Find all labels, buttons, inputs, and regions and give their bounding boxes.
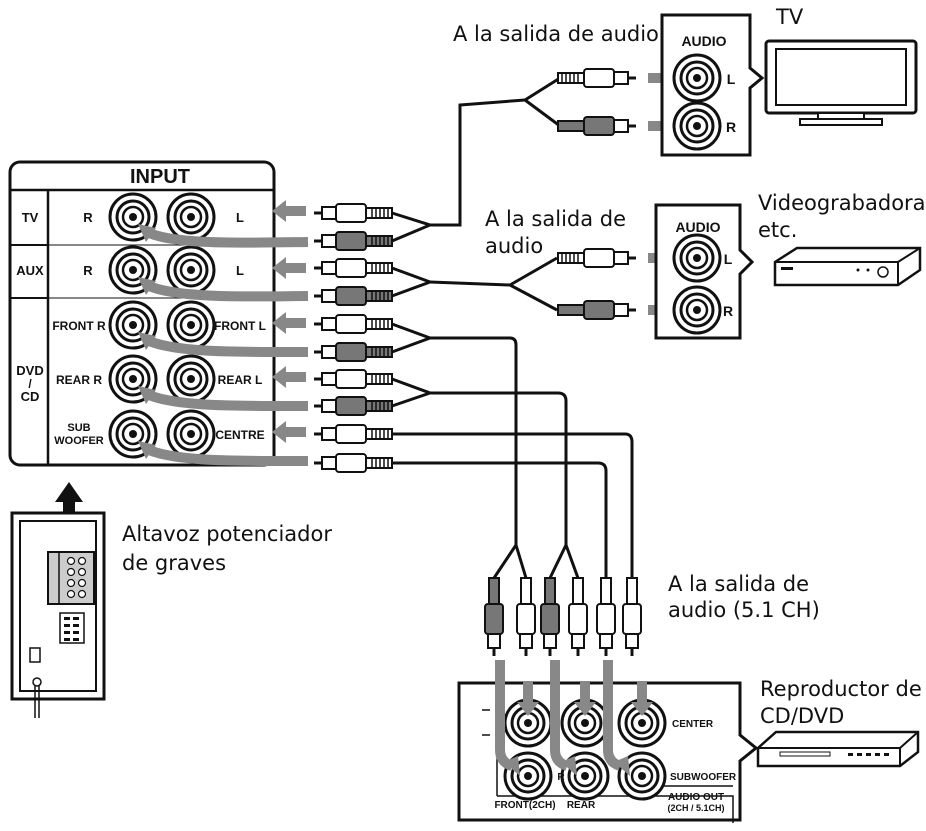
jack-label-centre: CENTRE — [215, 428, 264, 442]
captions: A la salida de audio TV A la salida de a… — [122, 5, 926, 728]
dvd-label-audio-out: AUDIO OUT — [668, 792, 724, 803]
input-jack-centre[interactable] — [166, 409, 216, 459]
caption-player-1: Reproductor de — [760, 677, 922, 701]
vcr-panel-title: AUDIO — [675, 219, 720, 235]
tv-jack-r[interactable] — [672, 101, 722, 151]
caption-vcr-audio-out-1: A la salida de — [485, 207, 626, 231]
tv-panel-l: L — [727, 71, 736, 87]
caption-vcr-audio-out-2: audio — [485, 234, 543, 258]
caption-player-2: CD/DVD — [760, 704, 844, 728]
tv-panel-r: R — [726, 119, 736, 135]
jack-label-tv-l: L — [236, 210, 244, 225]
jack-label-woofer: WOOFER — [54, 435, 104, 447]
source-label-slash: / — [28, 377, 32, 391]
jack-label-rear-l: REAR L — [218, 373, 263, 387]
dvd-label-rear: REAR — [567, 800, 596, 811]
caption-tv-audio-out: A la salida de audio — [453, 22, 659, 46]
source-label-cd: CD — [21, 389, 40, 404]
source-label-aux: AUX — [16, 263, 44, 278]
dvd-label-r: R — [557, 772, 565, 783]
vcr-audio-panel: AUDIO L R — [654, 203, 755, 340]
jack-label-aux-r: R — [83, 263, 93, 278]
input-panel: INPUT TV AUX DVD / CD R L R L FRONT R FR… — [8, 160, 276, 467]
tv-icon — [764, 39, 918, 126]
caption-vcr-2: etc. — [758, 218, 797, 242]
input-jack-front-l[interactable] — [166, 300, 216, 350]
jack-label-sub: SUB — [67, 422, 90, 434]
jack-label-front-l: FRONT L — [214, 319, 266, 333]
jack-label-tv-r: R — [83, 210, 93, 225]
input-plugs — [312, 202, 394, 474]
dvd-label-center: CENTER — [672, 719, 714, 730]
vcr-jack-r[interactable] — [672, 285, 722, 335]
subwoofer-icon — [10, 511, 106, 718]
tv-panel-title: AUDIO — [681, 33, 726, 49]
tv-plugs — [556, 67, 638, 137]
caption-subwoofer-1: Altavoz potenciador — [122, 522, 332, 546]
tv-audio-panel: AUDIO L R — [660, 13, 765, 157]
input-panel-title: INPUT — [130, 166, 190, 188]
jack-label-front-r: FRONT R — [52, 319, 106, 333]
dvd-label-audio-out-ch: (2CH / 5.1CH) — [667, 803, 724, 813]
input-jack-tv-l[interactable] — [166, 192, 216, 242]
caption-dvd-audio-out-2: audio (5.1 CH) — [668, 598, 820, 622]
jack-label-rear-r: REAR R — [56, 373, 102, 387]
input-jack-aux-l[interactable] — [166, 245, 216, 295]
dvd-player-icon — [756, 730, 920, 768]
input-jack-rear-l[interactable] — [166, 354, 216, 404]
tv-jack-l[interactable] — [672, 53, 722, 103]
vcr-icon — [773, 246, 922, 287]
dvd-label-front: FRONT(2CH) — [494, 800, 555, 811]
vcr-panel-l: L — [724, 251, 733, 267]
vcr-panel-r: R — [723, 303, 733, 319]
caption-subwoofer-2: de graves — [122, 551, 226, 575]
caption-tv: TV — [775, 5, 804, 29]
caption-vcr-1: Videograbadora, — [758, 191, 926, 215]
signal-arrows-dvd — [495, 660, 653, 776]
dvd-plugs — [483, 576, 643, 658]
jack-label-aux-l: L — [236, 263, 244, 278]
source-label-dvd: DVD — [16, 363, 43, 378]
dvd-label-subwoofer: SUBWOOFER — [670, 772, 737, 783]
signal-arrows-input — [138, 200, 309, 467]
caption-dvd-audio-out-1: A la salida de — [668, 572, 809, 596]
cables — [391, 76, 634, 579]
vcr-plugs — [556, 247, 638, 321]
source-label-tv: TV — [22, 210, 39, 225]
vcr-jack-l[interactable] — [672, 233, 722, 283]
